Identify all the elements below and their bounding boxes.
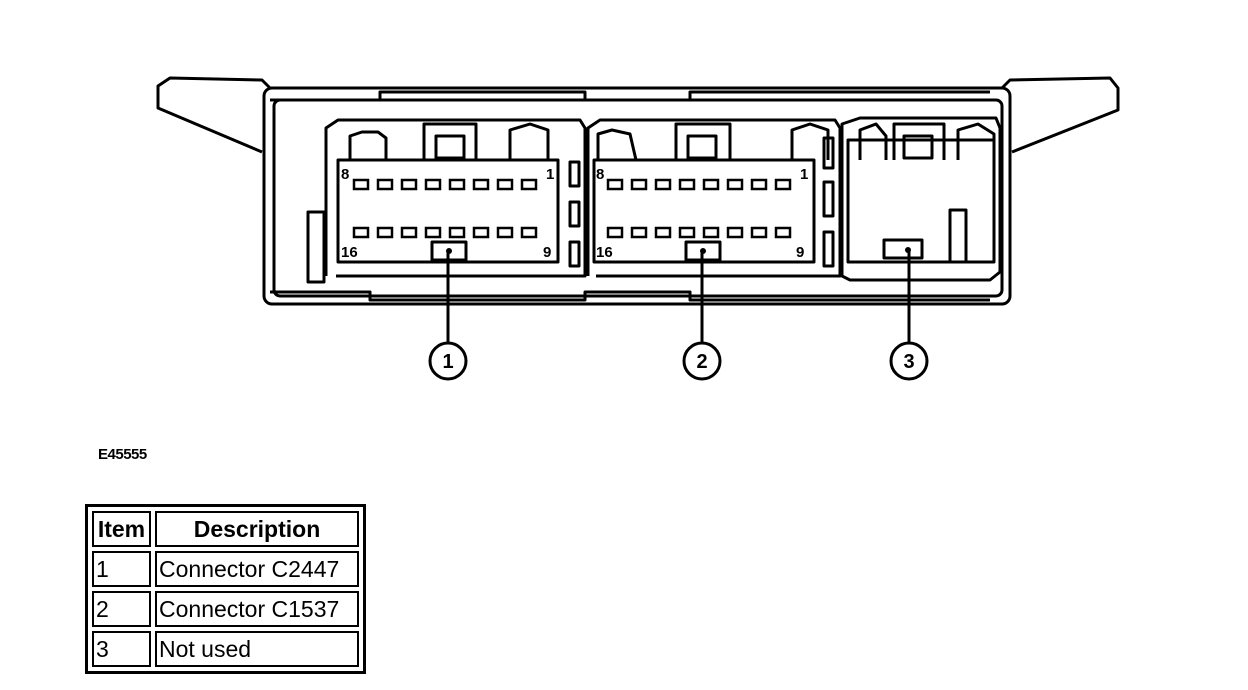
latch-1-right: [508, 122, 550, 160]
connector-2-pin-label-top-right: 1: [800, 166, 808, 183]
legend-item-cell: 3: [92, 631, 151, 667]
separator-slot: [822, 230, 835, 268]
legend-header-item: Item: [92, 511, 151, 547]
pin-cavity: [376, 226, 394, 239]
callout-3-number: 3: [903, 351, 914, 373]
pin-cavity: [424, 226, 442, 239]
latch-2-center: [674, 122, 732, 160]
pin-cavity: [606, 178, 624, 191]
right-mounting-flange: [1000, 76, 1120, 154]
pin-cavity: [654, 226, 672, 239]
pin-cavity: [750, 226, 768, 239]
callout-2-number: 2: [696, 351, 707, 373]
separator-slot: [822, 136, 835, 170]
connector-2-pin-label-top-left: 8: [596, 166, 604, 183]
pin-cavity: [678, 226, 696, 239]
pin-cavity: [520, 226, 538, 239]
pin-cavity: [750, 178, 768, 191]
legend-description-cell: Not used: [155, 631, 359, 667]
separator-slot: [568, 160, 581, 188]
connector-1-pin-field: [336, 158, 560, 264]
connector-1-pin-label-top-left: 8: [341, 166, 349, 183]
pin-cavity: [606, 226, 624, 239]
callout-1: [428, 341, 468, 381]
pin-cavity: [496, 178, 514, 191]
pin-cavity: [376, 178, 394, 191]
latch-3-center: [892, 122, 946, 160]
separator-slot: [822, 180, 835, 218]
pin-cavity: [472, 178, 490, 191]
connector-3-inner-field: [846, 138, 996, 264]
pin-cavity: [472, 226, 490, 239]
left-mounting-flange: [156, 76, 272, 154]
pin-cavity: [400, 226, 418, 239]
pin-cavity: [352, 178, 370, 191]
callout-3: [889, 341, 929, 381]
pin-cavity: [630, 226, 648, 239]
connector-2-pin-label-bottom-left: 16: [596, 244, 613, 261]
legend-header-row: Item Description: [92, 511, 359, 547]
connector-2-shell: [586, 118, 842, 278]
legend-header-description: Description: [155, 511, 359, 547]
legend-description-cell: Connector C1537: [155, 591, 359, 627]
connector-3-key-bar: [948, 208, 968, 264]
pin-cavity: [496, 226, 514, 239]
pin-cavity: [630, 178, 648, 191]
connector-1-shell: [324, 118, 587, 278]
latch-3-right: [956, 122, 996, 160]
table-row: 2 Connector C1537: [92, 591, 359, 627]
legend-table: Item Description 1 Connector C2447 2 Con…: [85, 504, 366, 674]
pin-cavity: [702, 178, 720, 191]
latch-1-center-notch: [434, 134, 466, 160]
latch-2-left: [596, 128, 638, 161]
pin-cavity: [774, 178, 792, 191]
legend-description-cell: Connector C2447: [155, 551, 359, 587]
separator-slot: [568, 200, 581, 228]
figure-id: E45555: [98, 446, 147, 463]
separator-slot: [568, 240, 581, 268]
legend-item-cell: 1: [92, 551, 151, 587]
connector-2-pin-label-bottom-right: 9: [796, 244, 804, 261]
connector-3-shell: [840, 116, 1002, 282]
connector-1-pin-label-bottom-right: 9: [543, 244, 551, 261]
latch-2-center-notch: [686, 134, 718, 160]
pin-cavity: [448, 178, 466, 191]
pin-cavity: [520, 178, 538, 191]
connector-2-pin-field: [592, 158, 816, 264]
pin-cavity: [448, 226, 466, 239]
pin-cavity: [654, 178, 672, 191]
pin-cavity: [726, 226, 744, 239]
callout-1-number: 1: [442, 351, 453, 373]
latch-3-left: [858, 122, 888, 160]
connector-1-pin-label-bottom-left: 16: [341, 244, 358, 261]
inner-panel: [272, 98, 1004, 298]
latch-3-center-notch: [902, 134, 934, 160]
latch-1-center: [422, 122, 478, 160]
pin-cavity: [774, 226, 792, 239]
legend-item-cell: 2: [92, 591, 151, 627]
pin-cavity: [400, 178, 418, 191]
pin-cavity: [352, 226, 370, 239]
module-housing: [262, 86, 1012, 306]
pin-cavity: [702, 226, 720, 239]
latch-2-right: [790, 122, 830, 160]
table-row: 1 Connector C2447: [92, 551, 359, 587]
pin-grid: [352, 178, 792, 239]
pin-cavity: [726, 178, 744, 191]
pin-cavity: [424, 178, 442, 191]
connector-3-key: [882, 238, 924, 260]
module-connector-diagram: 8 1 16 9 8 1 16 9 1 2 3: [156, 76, 1120, 381]
connector-1-pin-label-top-right: 1: [546, 166, 554, 183]
side-tab: [306, 210, 326, 284]
pin-cavity: [678, 178, 696, 191]
table-row: 3 Not used: [92, 631, 359, 667]
latch-1-left: [348, 130, 388, 160]
callout-2: [682, 341, 722, 381]
